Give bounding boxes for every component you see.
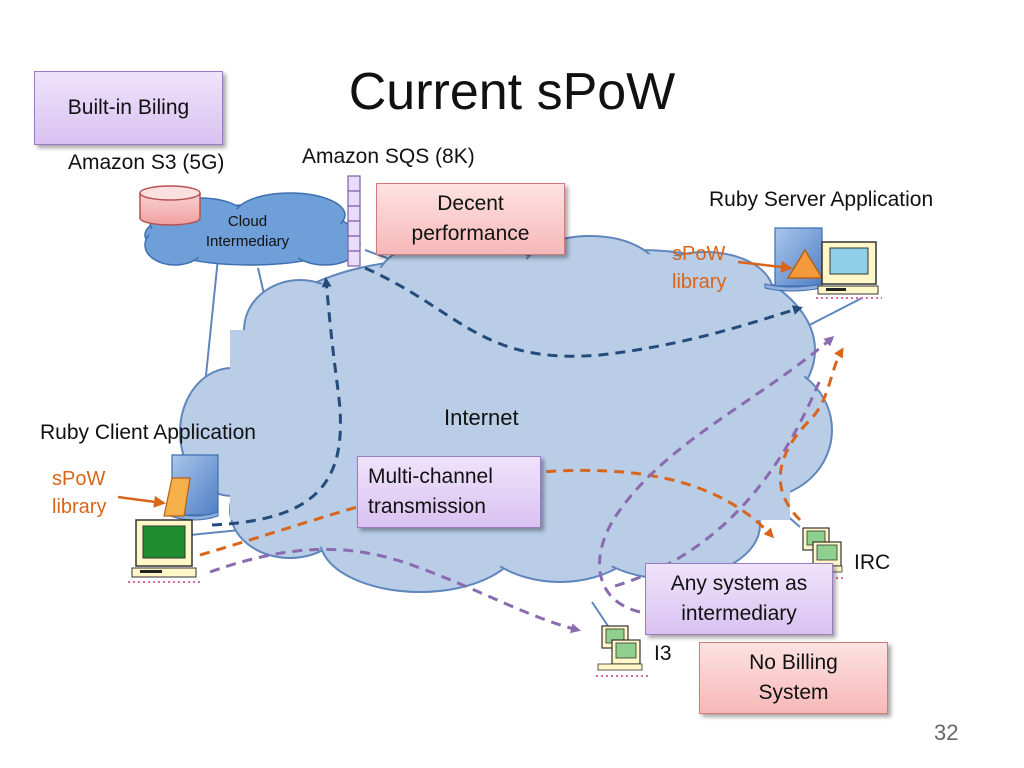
server-spow-library-label: sPoW library [672, 243, 727, 293]
no-billing-box: No Billing System [699, 642, 888, 714]
client-app-icon [163, 454, 219, 521]
queue-icon [347, 175, 361, 267]
server-spow-arrow [737, 260, 793, 273]
amazon-sqs-label: Amazon SQS (8K) [302, 145, 475, 168]
orange-dashed-path-server [778, 347, 844, 522]
client-spow-arrow [117, 495, 166, 508]
client-computer-icon [128, 519, 200, 583]
server-app-icon [764, 227, 824, 292]
navy-dashed-path-sqs [364, 266, 803, 358]
amazon-s3-label: Amazon S3 (5G) [68, 151, 225, 174]
slide-title: Current sPoW [348, 63, 676, 121]
orange-dashed-path-irc [199, 468, 775, 557]
i3-computer-icon [596, 625, 648, 677]
navy-dashed-path-client [211, 277, 342, 527]
multi-channel-box: Multi-channel transmission [357, 456, 541, 528]
i3-label: I3 [654, 642, 672, 665]
client-spow-library-label: sPoW library [52, 468, 107, 518]
internet-label: Internet [444, 405, 519, 430]
page-number: 32 [934, 720, 959, 745]
cloud-intermediary-label: Cloud Intermediary [205, 213, 290, 251]
ruby-client-label: Ruby Client Application [40, 421, 256, 444]
built-in-billing-box: Built-in Biling [34, 71, 223, 145]
any-system-box: Any system as intermediary [645, 563, 833, 635]
database-icon [139, 185, 201, 226]
purple-dashed-path-i3 [209, 547, 581, 634]
server-computer-icon [816, 241, 882, 299]
decent-performance-box: Decent performance [376, 183, 565, 255]
ruby-server-label: Ruby Server Application [709, 188, 934, 211]
purple-dashed-path-server [598, 336, 835, 614]
irc-label: IRC [854, 551, 891, 574]
